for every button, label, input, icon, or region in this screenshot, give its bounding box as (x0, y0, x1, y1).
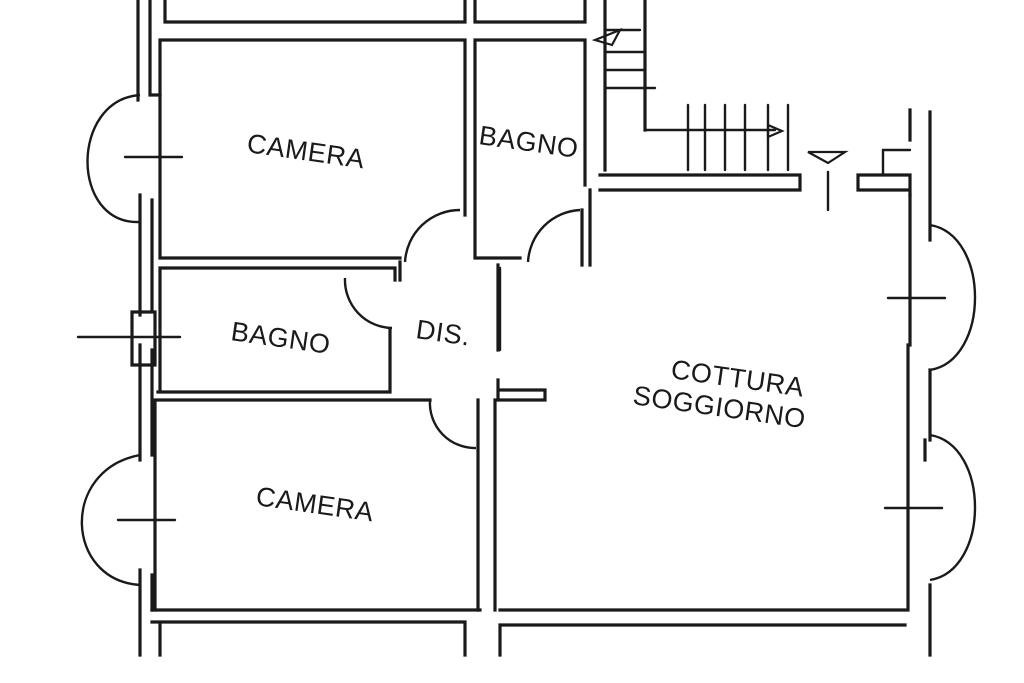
stair-arrow-top-icon (591, 27, 623, 47)
label-bagno-top: BAGNO (477, 120, 580, 164)
balconies (76, 93, 977, 587)
stair-arrow-icon (766, 123, 785, 139)
label-bagno-left: BAGNO (229, 316, 332, 360)
camera-bottom-walls (153, 398, 497, 612)
stair-treads-upper (603, 28, 657, 90)
stair-treads-lower (686, 103, 790, 172)
right-outer-wall (906, 108, 932, 657)
label-camera-top: CAMERA (245, 128, 367, 174)
dis-walls (398, 260, 547, 402)
doors (343, 208, 581, 450)
left-outer-wall-bottom (138, 568, 154, 657)
balcony-camera-top (86, 93, 141, 224)
soggiorno-walls (588, 173, 912, 267)
door-swing-camera-top (403, 208, 461, 263)
left-outer-wall-mid (138, 193, 154, 317)
door-swing-camera-bottom (428, 399, 477, 450)
camera-top-walls (158, 38, 467, 260)
stairwell-walls (603, 0, 647, 172)
entrance-marker (807, 150, 849, 212)
label-dis: DIS. (414, 314, 472, 351)
bagno-left-walls (156, 266, 397, 394)
room-labels: CAMERA BAGNO BAGNO DIS. COTTURA SOGGIORN… (229, 120, 807, 527)
interior-walls (153, 0, 912, 612)
window-bagno-left-frame (130, 310, 157, 367)
door-swing-bagno-top (526, 208, 581, 263)
entrance-arrow-icon (807, 150, 849, 165)
bagno-top-walls (473, 38, 587, 267)
balcony-soggiorno-upper (929, 223, 977, 372)
stair-notch (881, 148, 912, 177)
balcony-soggiorno-lower (929, 433, 977, 582)
top-wall (163, 0, 587, 24)
door-swing-bagno-left (343, 277, 393, 330)
bottom-wall (150, 608, 907, 657)
left-outer-wall-lower (138, 343, 154, 462)
left-outer-wall (136, 0, 162, 102)
label-camera-bottom: CAMERA (254, 481, 376, 527)
stairs (591, 27, 912, 177)
balcony-camera-bottom (80, 453, 141, 587)
